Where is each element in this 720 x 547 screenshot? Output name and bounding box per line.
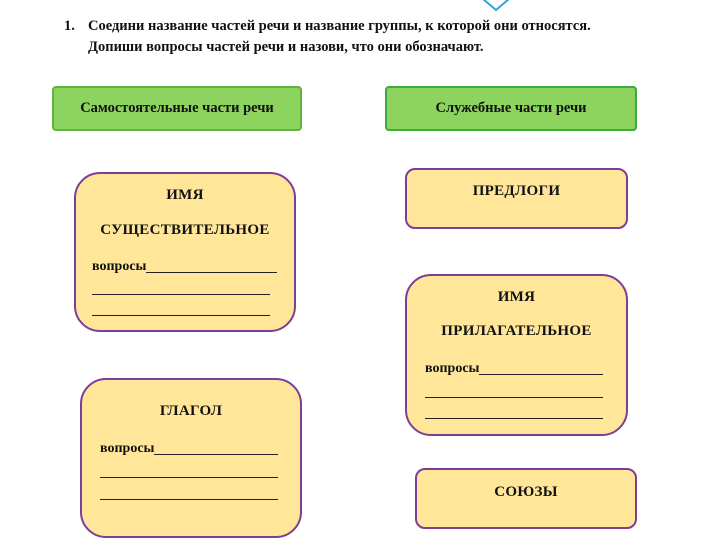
card-noun-title-1: ИМЯ — [166, 187, 204, 203]
card-noun[interactable]: ИМЯ СУЩЕСТВИТЕЛЬНОЕ вопросы — [74, 172, 296, 332]
answer-line[interactable] — [92, 315, 270, 316]
task-line-2: Допиши вопросы частей речи и назови, что… — [88, 39, 484, 55]
answer-line[interactable] — [425, 418, 603, 419]
card-adjective-title-1: ИМЯ — [497, 289, 536, 305]
card-verb[interactable]: ГЛАГОЛ вопросы — [80, 378, 302, 538]
card-adjective-questions-label: вопросы — [425, 361, 480, 376]
task-instructions: 1. Соедини название частей речи и назван… — [64, 16, 704, 58]
diamond-shape-icon — [482, 0, 510, 12]
card-noun-questions-label: вопросы — [92, 259, 147, 274]
task-number: 1. — [64, 18, 75, 34]
card-adjective[interactable]: ИМЯ ПРИЛАГАТЕЛЬНОЕ вопросы — [405, 274, 628, 436]
group-header-independent[interactable]: Самостоятельные части речи — [52, 86, 302, 131]
card-conjunctions-title: СОЮЗЫ — [494, 484, 558, 500]
answer-line[interactable] — [100, 477, 278, 478]
answer-line[interactable] — [425, 397, 603, 398]
answer-line[interactable] — [100, 499, 278, 500]
card-noun-title-2: СУЩЕСТВИТЕЛЬНОЕ — [100, 222, 270, 238]
task-line-1: Соедини название частей речи и название … — [88, 18, 591, 34]
answer-line[interactable] — [146, 272, 277, 273]
card-conjunctions[interactable]: СОЮЗЫ — [415, 468, 637, 529]
card-prepositions[interactable]: ПРЕДЛОГИ — [405, 168, 628, 229]
card-verb-questions-label: вопросы — [100, 441, 155, 456]
card-prepositions-title: ПРЕДЛОГИ — [472, 183, 561, 199]
group-header-auxiliary[interactable]: Служебные части речи — [385, 86, 637, 131]
answer-line[interactable] — [479, 374, 603, 375]
card-adjective-title-2: ПРИЛАГАТЕЛЬНОЕ — [441, 323, 592, 339]
answer-line[interactable] — [154, 454, 278, 455]
answer-line[interactable] — [92, 294, 270, 295]
card-verb-title: ГЛАГОЛ — [159, 403, 223, 419]
